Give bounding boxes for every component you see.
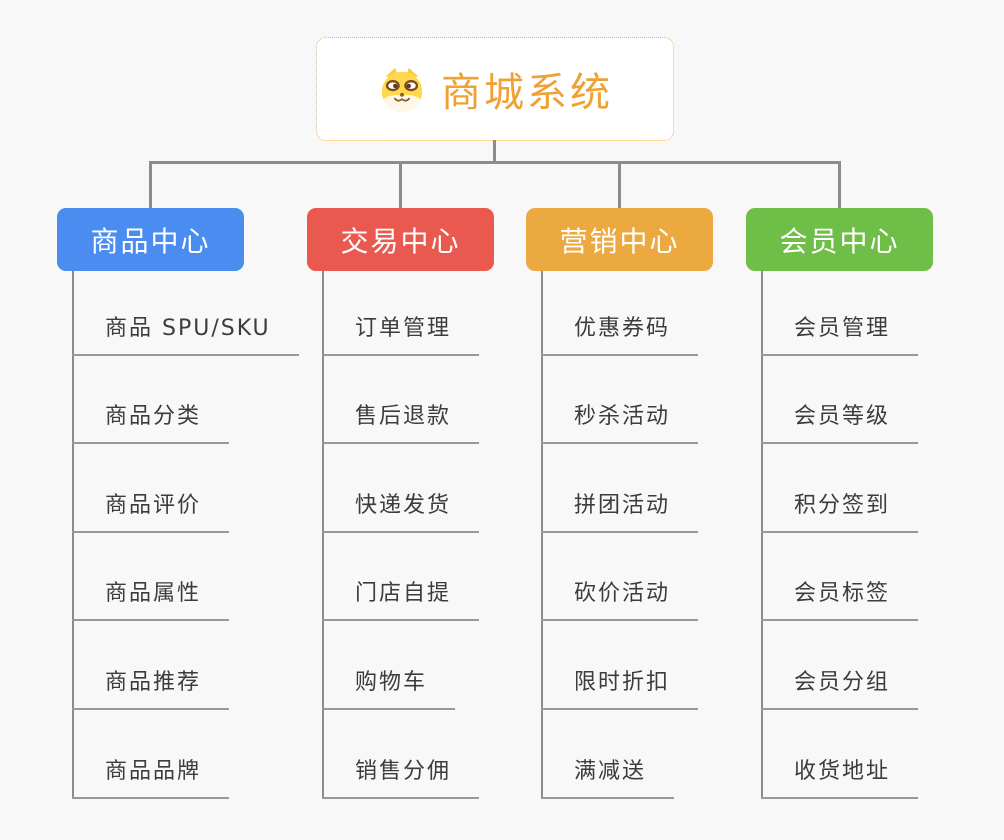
branch-node-4[interactable]: 会员中心 [746,208,933,271]
leaf-node[interactable]: 拼团活动 [541,491,699,533]
leaf-node[interactable]: 会员标签 [761,579,919,621]
leaf-node[interactable]: 购物车 [322,668,456,710]
leaf-node[interactable]: 优惠券码 [541,314,699,356]
connector-line [618,161,621,208]
branch-spine-line [761,271,763,799]
leaf-node[interactable]: 砍价活动 [541,579,699,621]
connector-line [838,161,841,208]
branch-node-1[interactable]: 商品中心 [57,208,244,271]
leaf-node[interactable]: 积分签到 [761,491,919,533]
leaf-node[interactable]: 门店自提 [322,579,480,621]
leaf-node[interactable]: 商品 SPU/SKU [72,314,299,356]
leaf-node[interactable]: 商品分类 [72,402,230,444]
leaf-node[interactable]: 订单管理 [322,314,480,356]
branch-node-2[interactable]: 交易中心 [307,208,494,271]
branch-spine-line [322,271,324,799]
leaf-node[interactable]: 收货地址 [761,757,919,799]
connector-line [493,140,496,164]
leaf-node[interactable]: 商品属性 [72,579,230,621]
connector-line [399,161,402,208]
root-node[interactable]: 商城系统 [316,37,674,141]
branch-spine-line [72,271,74,799]
leaf-node[interactable]: 会员管理 [761,314,919,356]
leaf-node[interactable]: 售后退款 [322,402,480,444]
leaf-node[interactable]: 商品推荐 [72,668,230,710]
branch-node-3[interactable]: 营销中心 [526,208,713,271]
leaf-node[interactable]: 商品评价 [72,491,230,533]
leaf-node[interactable]: 限时折扣 [541,668,699,710]
connector-bus-line [149,161,841,164]
dog-face-icon [381,67,423,113]
connector-line [149,161,152,208]
leaf-node[interactable]: 会员分组 [761,668,919,710]
leaf-node[interactable]: 商品品牌 [72,757,230,799]
leaf-node[interactable]: 秒杀活动 [541,402,699,444]
root-title: 商城系统 [441,70,613,116]
branch-spine-line [541,271,543,799]
leaf-node[interactable]: 会员等级 [761,402,919,444]
leaf-node[interactable]: 快递发货 [322,491,480,533]
leaf-node[interactable]: 满减送 [541,757,675,799]
leaf-node[interactable]: 销售分佣 [322,757,480,799]
